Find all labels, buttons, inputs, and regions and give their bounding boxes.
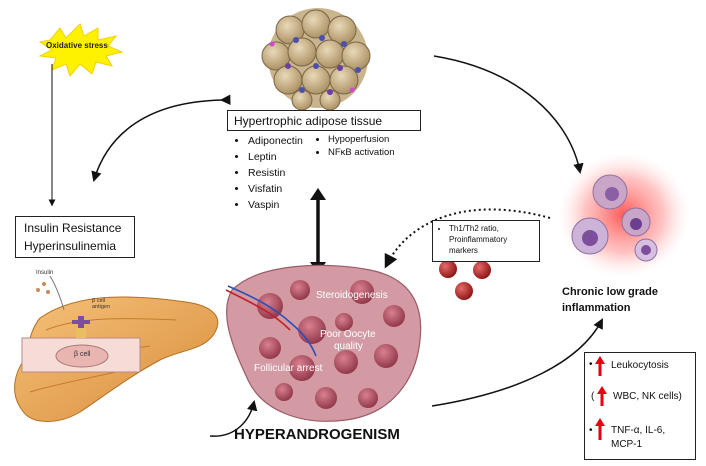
arrow-inflammation-to-ovary-dotted (384, 208, 551, 269)
adipose-title: Hypertrophic adipose tissue (234, 114, 383, 128)
insulin-resistance-box: Insulin Resistance Hyperinsulinemia (15, 216, 135, 258)
markers-item: markers (449, 246, 478, 255)
markers-list: Th1/Th2 ratio, Proinflammatory markers (437, 223, 507, 256)
adipose-item: Leptin (248, 149, 303, 165)
arrow-ovary-to-inflammation (431, 318, 603, 407)
tnf-label-line2: MCP-1 (611, 439, 643, 450)
ovary-illustration (225, 264, 422, 422)
increase-arrow-icon (597, 386, 607, 406)
adipose-item: Vaspin (248, 197, 303, 213)
adipose-item: Visfatin (248, 181, 303, 197)
paren-label: ( (591, 391, 595, 402)
adipose-list-left: Adiponectin Leptin Resistin Visfatin Vas… (236, 133, 303, 213)
markers-box: Th1/Th2 ratio, Proinflammatory markers (432, 220, 540, 262)
ovary-label-follicular-arrest: Follicular arrest (254, 363, 323, 374)
inflammation-label-line1: Chronic low grade (562, 286, 658, 298)
beta-cell-antigen-label: β cell antigen (92, 298, 111, 310)
adipose-item: Hypoperfusion (328, 133, 395, 146)
tnf-label-line1: TNF-α, IL-6, (611, 425, 666, 436)
markers-item: Proinflammatory (449, 235, 508, 244)
oxidative-stress-burst (38, 23, 124, 78)
adipose-list-right: Hypoperfusion NFκB activation (316, 133, 395, 159)
bullet: • (589, 359, 593, 370)
inflammation-label-line2: inflammation (562, 302, 631, 314)
adipose-title-box: Hypertrophic adipose tissue (227, 110, 421, 131)
arrow-pancreas-to-ovary (209, 399, 258, 437)
markers-item: Th1/Th2 ratio, (449, 223, 507, 234)
increase-arrow-icon (595, 418, 605, 440)
bullet: • (589, 425, 593, 436)
results-box: • Leukocytosis ( WBC, NK cells) • TNF-α,… (584, 352, 696, 460)
increase-arrow-icon (595, 356, 605, 376)
arrow-adipose-ovary-bidirectional (310, 188, 326, 274)
adipose-tissue-illustration (261, 8, 371, 111)
red-cells-illustration (439, 260, 491, 300)
insulin-resistance-label: Insulin Resistance (24, 221, 122, 235)
adipose-item: NFκB activation (328, 146, 395, 159)
wbc-label: WBC, NK cells) (613, 391, 682, 402)
inflammation-cells-illustration (558, 152, 690, 278)
arrow-adipose-insulin-bidirectional (91, 94, 231, 183)
ovary-label-quality: quality (334, 341, 363, 352)
adipose-item: Adiponectin (248, 133, 303, 149)
beta-cell-label: β cell (74, 351, 91, 358)
ovary-label-poor-oocyte: Poor Oocyte (320, 329, 376, 340)
ovary-label-steroidogenesis: Steroidogenesis (316, 290, 388, 301)
hyperinsulinemia-label: Hyperinsulinemia (24, 239, 117, 253)
leukocytosis-label: Leukocytosis (611, 360, 669, 371)
insulin-small-label: Insulin (36, 270, 54, 276)
hyperandrogenism-label: HYPERANDROGENISM (234, 426, 400, 443)
oxidative-stress-label: Oxidative stress (46, 41, 108, 50)
pancreas-illustration (14, 275, 219, 422)
adipose-item: Resistin (248, 165, 303, 181)
